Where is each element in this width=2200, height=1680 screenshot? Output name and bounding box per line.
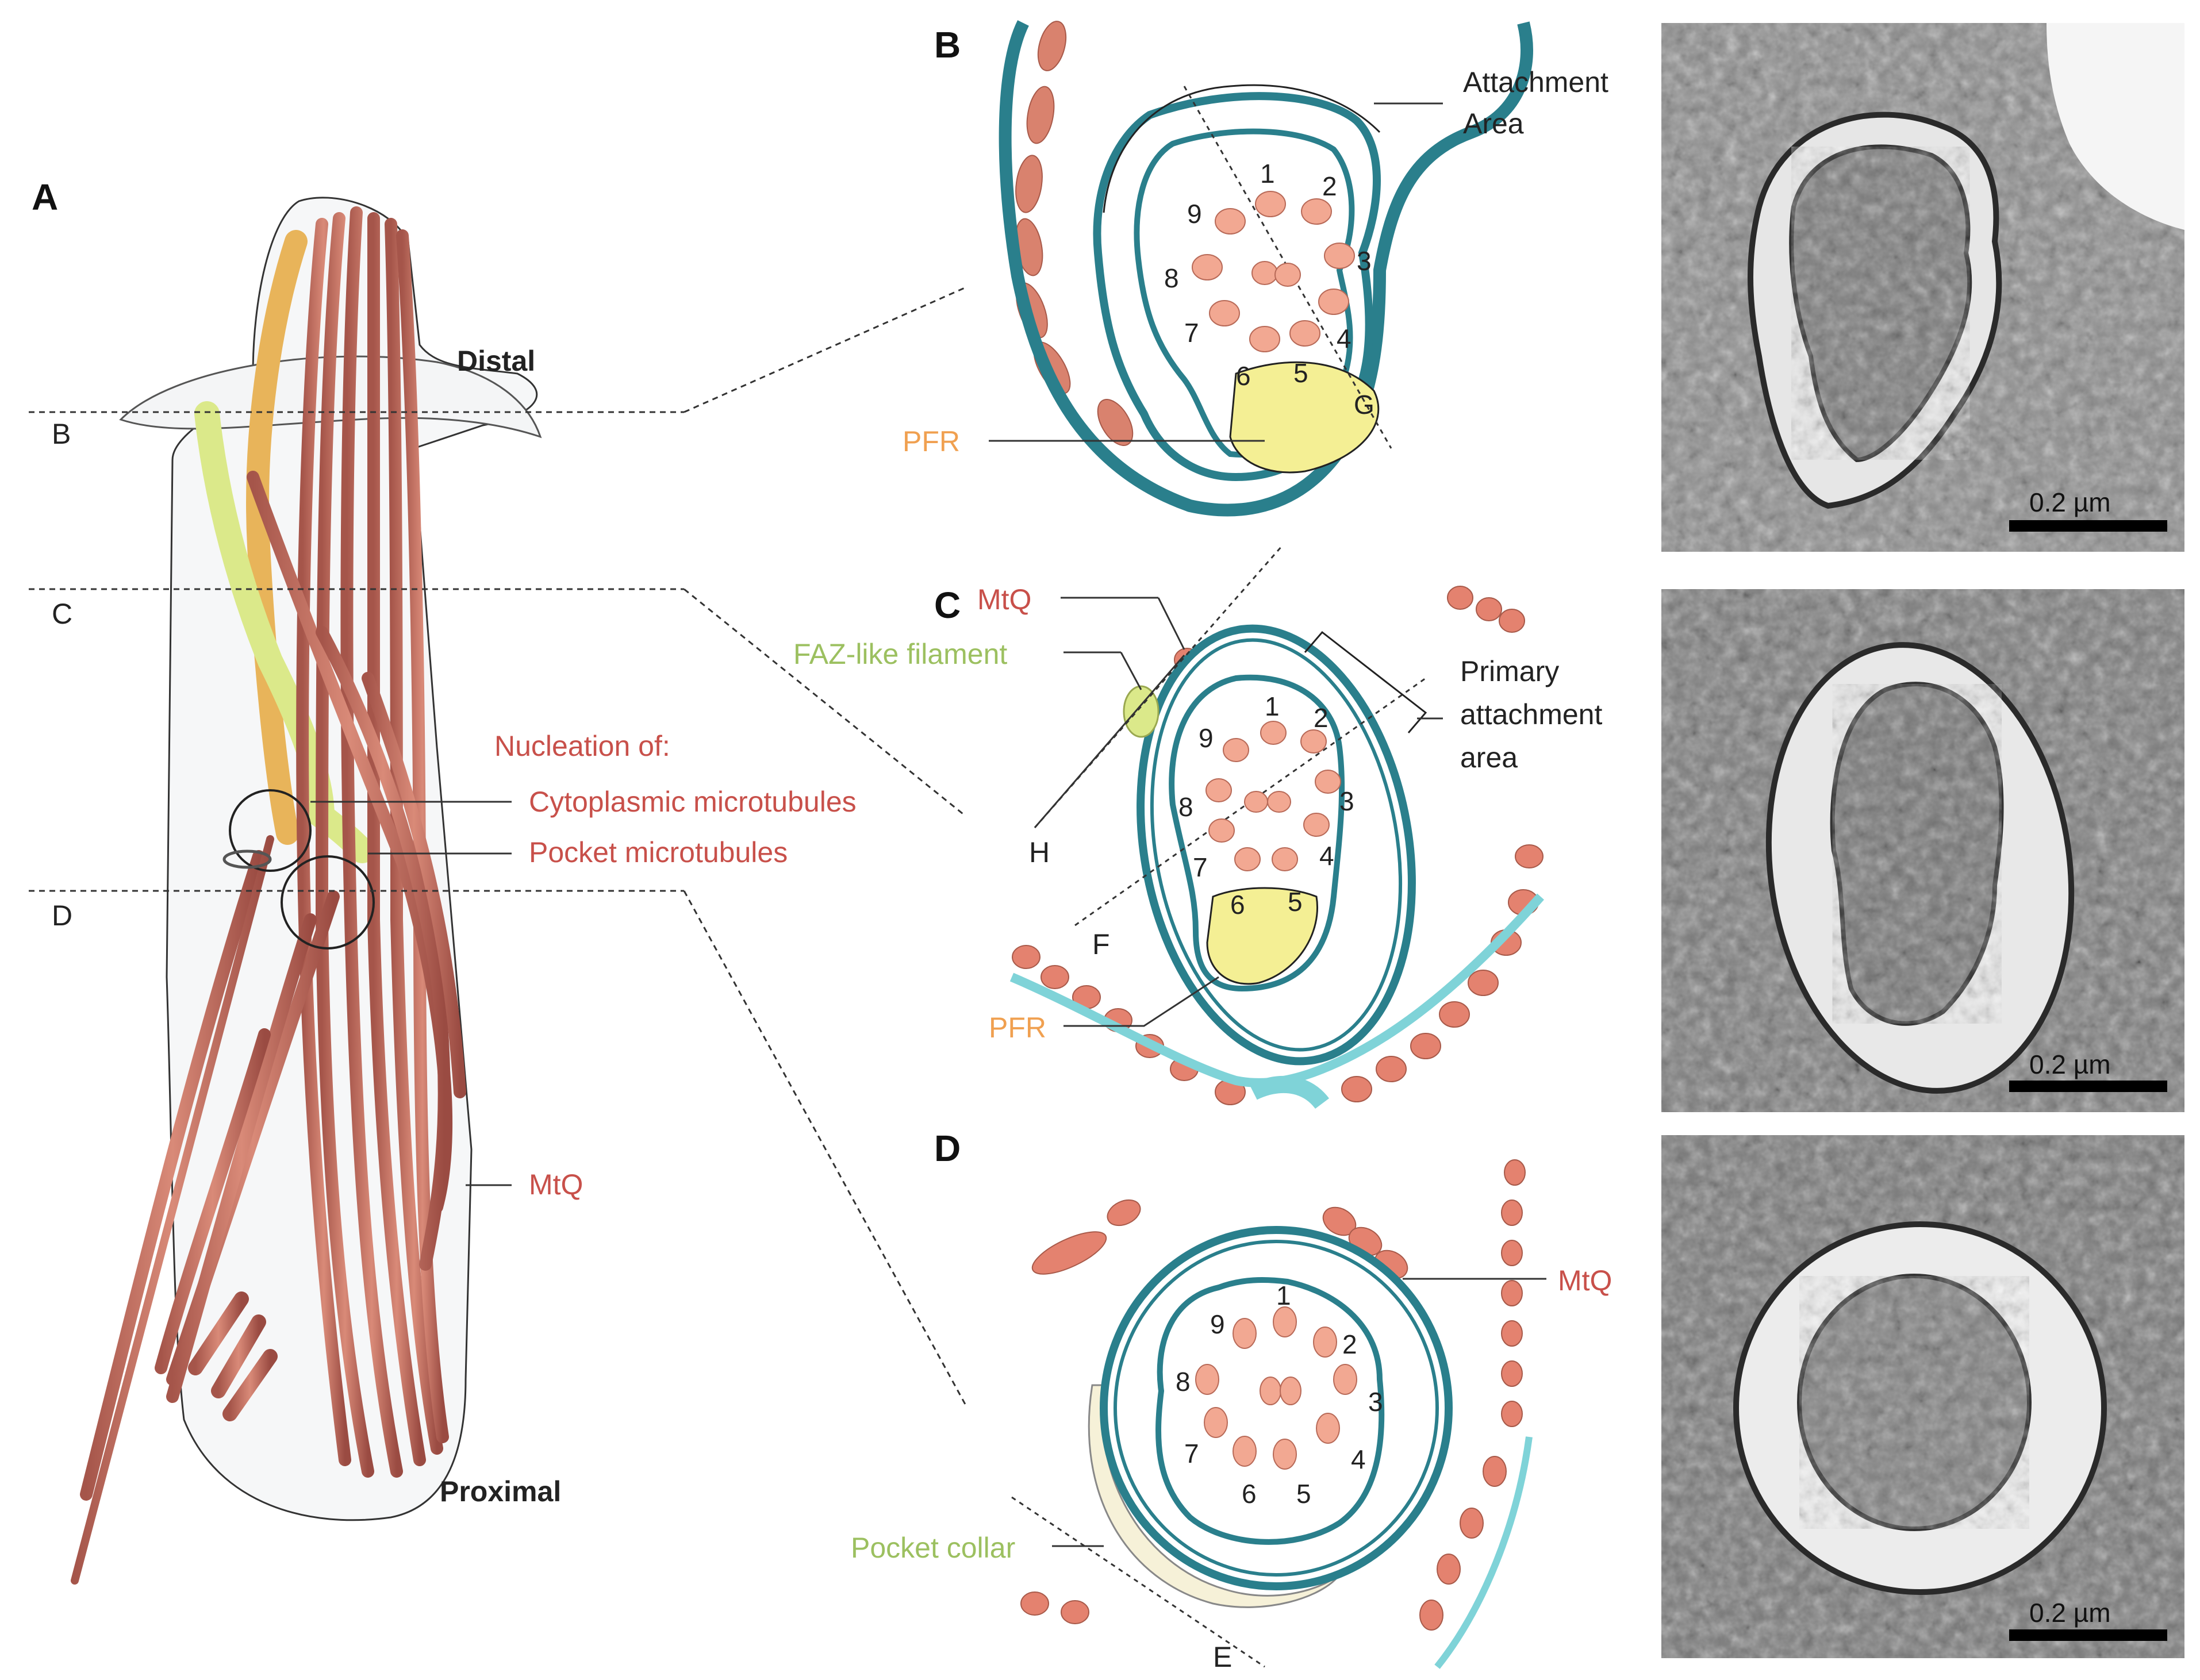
- panel-b-num-5: 5: [1293, 358, 1308, 388]
- panel-c-letter: C: [934, 585, 961, 626]
- panel-d-num-1: 1: [1276, 1281, 1291, 1310]
- em-image-d: 0.2 µm: [1661, 1135, 2184, 1658]
- panel-c-attachment-bracket: [1304, 631, 1427, 733]
- panel-c-pfr: [1206, 887, 1318, 985]
- panel-d-num-9: 9: [1210, 1309, 1225, 1339]
- panel-c-axis-h-solid: [1034, 655, 1185, 828]
- section-label-d: D: [52, 899, 72, 932]
- mtq-label-a: MtQ: [529, 1168, 583, 1201]
- panel-d-letter: D: [934, 1128, 961, 1169]
- scale-label-b: 0.2 µm: [2029, 487, 2111, 517]
- panel-b-doublet-numbers: 1 2 3 4 5 6 7 8 9: [1164, 159, 1372, 391]
- panel-c-num-8: 8: [1178, 792, 1193, 822]
- panel-c-num-5: 5: [1288, 887, 1303, 917]
- panel-c-num-6: 6: [1230, 890, 1245, 920]
- scale-bar-c: [2009, 1081, 2167, 1092]
- panel-c-faz-filament: [1123, 685, 1159, 738]
- faz-rod: [194, 401, 375, 863]
- scale-label-d: 0.2 µm: [2029, 1598, 2111, 1628]
- em-image-b: 0.2 µm: [1661, 23, 2184, 552]
- panel-b-letter: B: [934, 24, 961, 66]
- panel-c-mtq-label: MtQ: [977, 583, 1031, 616]
- scale-label-c: 0.2 µm: [2029, 1049, 2111, 1079]
- projection-b: [684, 286, 966, 413]
- panel-d-right-membrane: [1434, 1436, 1533, 1669]
- panel-b-num-3: 3: [1357, 246, 1372, 276]
- panel-d-num-2: 2: [1342, 1329, 1357, 1359]
- panel-c-outer-membrane-2: [1150, 638, 1403, 1052]
- panel-d-num-4: 4: [1351, 1444, 1366, 1474]
- section-label-c: C: [52, 598, 72, 630]
- panel-c-doublets: [1205, 721, 1341, 871]
- panel-c-h-label: H: [1029, 836, 1050, 868]
- panel-c-primary-line1: Primary: [1460, 655, 1559, 687]
- panel-c-faz-leader-2: [1120, 652, 1142, 690]
- basal-ring: [222, 849, 272, 869]
- panel-d-axoneme-membrane: [1155, 1277, 1385, 1545]
- panel-b-attachment-bracket: [1103, 84, 1381, 213]
- section-label-b: B: [52, 418, 71, 450]
- panel-d-num-5: 5: [1296, 1479, 1311, 1509]
- panel-c-num-3: 3: [1339, 786, 1354, 816]
- panel-c-doublet-numbers: 1 2 3 4 5 6 7 8 9: [1178, 691, 1354, 920]
- panel-b: B: [903, 20, 1608, 517]
- panel-a-letter: A: [32, 176, 58, 218]
- panel-c-faz-label: FAZ-like filament: [793, 638, 1007, 670]
- projection-d: [683, 890, 967, 1406]
- proximal-label: Proximal: [440, 1475, 561, 1508]
- panel-d-outer-membrane-2: [1114, 1240, 1439, 1577]
- projection-c: [684, 588, 966, 817]
- nucleation-circle-pocket: [281, 855, 375, 949]
- panel-d-num-3: 3: [1368, 1387, 1383, 1417]
- panel-c-f-label: F: [1092, 928, 1110, 960]
- panel-d-mtq-label: MtQ: [1558, 1264, 1612, 1297]
- panel-a: A: [29, 176, 967, 1585]
- pocket-label: Pocket microtubules: [529, 836, 788, 868]
- panel-b-num-1: 1: [1260, 159, 1275, 189]
- panel-c-basal-membrane-2: [1249, 1075, 1329, 1109]
- panel-c-num-4: 4: [1319, 841, 1334, 871]
- panel-c-num-2: 2: [1314, 703, 1329, 733]
- distal-label: Distal: [457, 345, 535, 377]
- nucleation-circle-cytoplasmic: [229, 789, 312, 872]
- panel-b-num-9: 9: [1187, 199, 1202, 229]
- panel-b-g-label: G: [1354, 390, 1374, 420]
- panel-b-doublets: [1192, 191, 1355, 352]
- panel-c-primary-line3: area: [1460, 741, 1518, 774]
- panel-d-collar-label: Pocket collar: [851, 1532, 1015, 1564]
- panel-d-num-8: 8: [1176, 1367, 1191, 1397]
- panel-c-num-9: 9: [1199, 723, 1214, 753]
- panel-b-num-4: 4: [1337, 324, 1352, 353]
- panel-c-num-7: 7: [1193, 852, 1208, 882]
- panel-b-num-8: 8: [1164, 263, 1179, 293]
- panel-c-pfr-label: PFR: [989, 1012, 1046, 1044]
- panel-d-e-label: E: [1213, 1641, 1232, 1673]
- panel-c-primary-line2: attachment: [1460, 698, 1602, 731]
- panel-c-axis-h: [1034, 545, 1283, 828]
- panel-c-num-1: 1: [1265, 691, 1280, 721]
- panel-d-num-6: 6: [1242, 1479, 1257, 1509]
- panel-b-num-7: 7: [1184, 318, 1199, 348]
- panel-b-attachment-line1: Attachment: [1463, 66, 1608, 98]
- panel-c-mtq-leader-2: [1157, 597, 1185, 650]
- panel-c-pfr-leader: [1063, 976, 1219, 1027]
- panel-d-doublets: [1195, 1306, 1357, 1470]
- panel-d: D: [851, 1128, 1612, 1673]
- pfr-rod: [246, 230, 308, 845]
- panel-b-pfr-label: PFR: [903, 425, 960, 458]
- scale-bar-d: [2009, 1629, 2167, 1641]
- panel-b-num-2: 2: [1322, 171, 1337, 201]
- cytoplasmic-label: Cytoplasmic microtubules: [529, 786, 857, 818]
- panel-b-num-6: 6: [1236, 361, 1251, 391]
- panel-b-attachment-line2: Area: [1463, 107, 1524, 140]
- nucleation-title: Nucleation of:: [494, 730, 670, 762]
- panel-d-num-7: 7: [1184, 1439, 1199, 1468]
- scale-bar-b: [2009, 520, 2167, 532]
- em-image-c: 0.2 µm: [1661, 589, 2184, 1112]
- panel-b-pfr: [1229, 361, 1380, 474]
- panel-d-doublet-numbers: 1 2 3 4 5 6 7 8 9: [1176, 1281, 1383, 1509]
- panel-c: C: [793, 545, 1602, 1109]
- panel-b-outer-membrane: [999, 20, 1533, 517]
